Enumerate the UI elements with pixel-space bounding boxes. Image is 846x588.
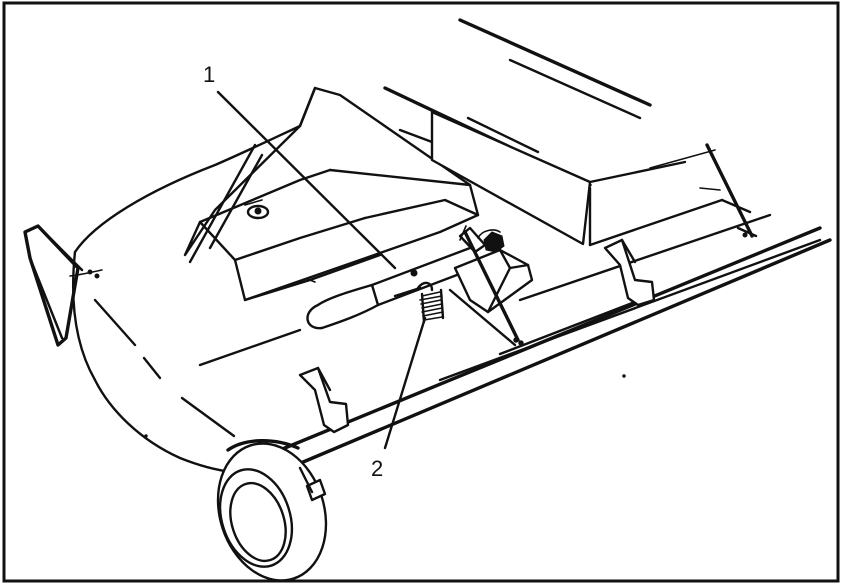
callout-1-label: 1 [203, 62, 215, 87]
height-lever [306, 225, 534, 347]
speck [144, 434, 148, 438]
adjuster-spring [416, 281, 445, 324]
deck-rails [383, 18, 758, 247]
left-wheel-bracket [298, 366, 350, 434]
speck [622, 374, 626, 378]
callout-1: 1 [203, 62, 397, 270]
rear-handle-bracket [23, 224, 103, 347]
right-wheel-bracket [603, 238, 656, 307]
front-wheel [216, 439, 328, 582]
engine-cover [183, 86, 480, 302]
height-adjust-rod [278, 213, 832, 467]
callout-2: 2 [371, 316, 427, 481]
callout-2-label: 2 [371, 456, 383, 481]
